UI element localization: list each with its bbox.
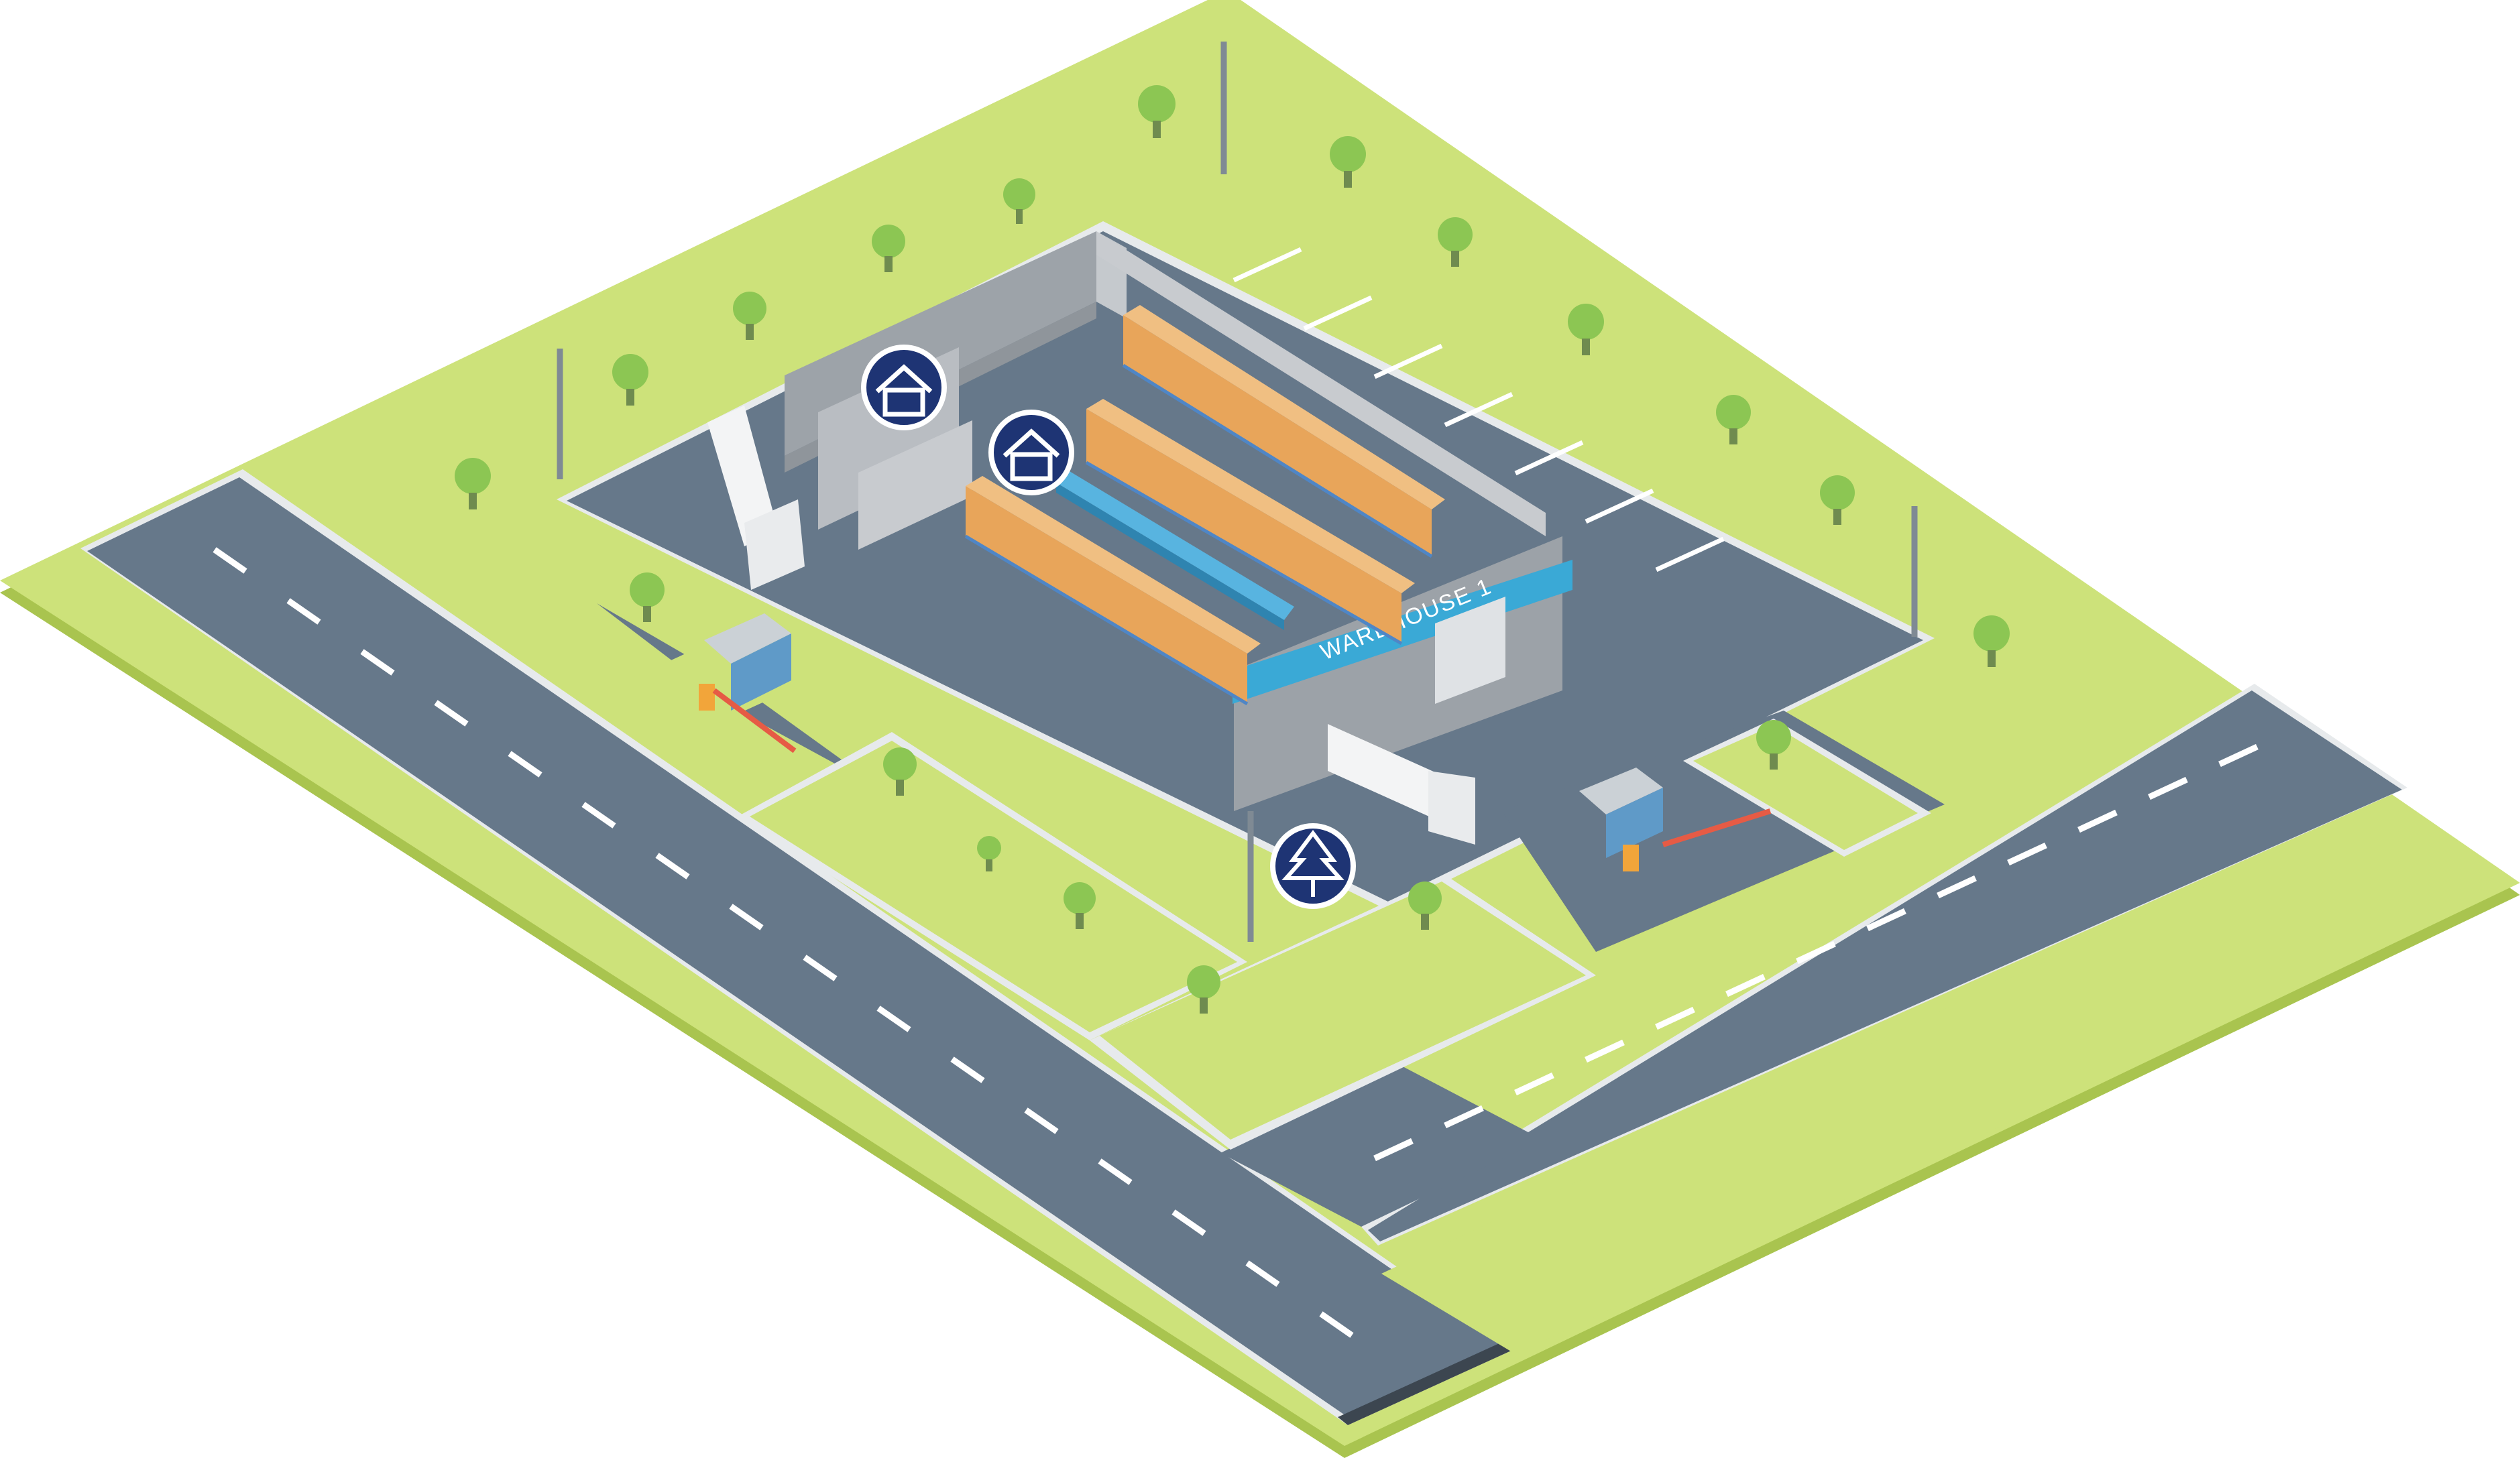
street-lamps <box>557 42 1918 942</box>
marker-office-upper[interactable] <box>861 345 947 430</box>
road-markings <box>213 547 2258 1338</box>
house-icon <box>875 364 933 417</box>
trucks <box>707 406 1475 845</box>
conveyor-belt <box>1056 469 1294 630</box>
marker-green-zone[interactable] <box>1270 823 1356 909</box>
parking-stalls <box>1233 247 1725 572</box>
storage-racks <box>964 305 1445 706</box>
tree-icon <box>1281 830 1344 897</box>
trees <box>455 85 2010 1014</box>
grass-islands <box>590 627 2414 1354</box>
house-icon <box>1003 428 1060 481</box>
marker-office-lower[interactable] <box>988 410 1074 495</box>
gatehouses <box>699 613 1772 871</box>
